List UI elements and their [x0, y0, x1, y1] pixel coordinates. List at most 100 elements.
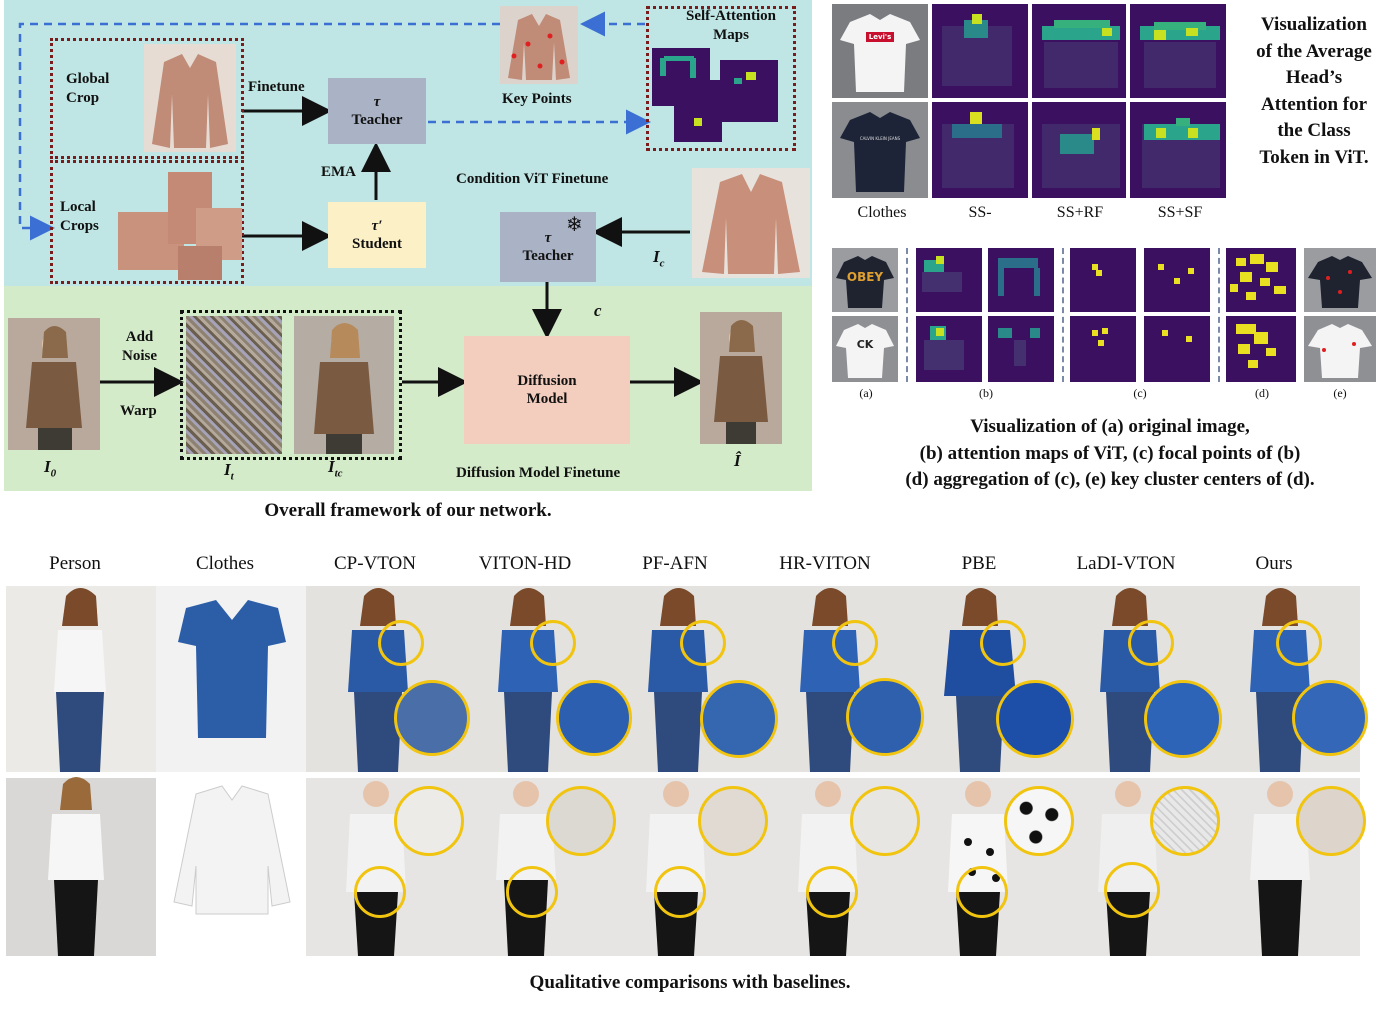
- row2-pf-afn-roi: [654, 866, 706, 918]
- framework-arrows: [18, 11, 704, 397]
- finetune-label: Finetune: [248, 79, 305, 95]
- focal-separator-3: [1218, 248, 1220, 382]
- diffusion-finetune-label: Diffusion Model Finetune: [456, 465, 621, 481]
- focal-label-e: (e): [1333, 386, 1347, 400]
- key-points-image: [500, 6, 578, 84]
- ema-label: EMA: [321, 164, 356, 180]
- itc-label: Itc: [328, 457, 343, 480]
- row1-cp-vton-roi: [378, 620, 424, 666]
- focal-c-1: [1070, 248, 1136, 312]
- avg-col-label-ss-rf: SS+RF: [1056, 204, 1104, 221]
- tshirt1-logo-text: Levi's: [868, 33, 892, 41]
- row2-ladi-vton-roi: [1104, 862, 1160, 918]
- comparison-caption: Qualitative comparisons with baselines.: [529, 972, 851, 993]
- student-label: Student: [351, 236, 403, 252]
- row2-clothes-figure: [173, 785, 291, 915]
- local-crop-image-4: [178, 246, 222, 280]
- i0-label: I0: [44, 457, 57, 480]
- row2-hr-viton-roi: [806, 866, 858, 918]
- row2-viton-hd-roi: [506, 866, 558, 918]
- shirt1-text: OBEY: [846, 270, 884, 284]
- key-points-label: Key Points: [502, 91, 572, 107]
- row1-viton-hd-roi: [530, 620, 576, 666]
- col-header-ladi-vton: LaDI-VTON: [1076, 553, 1176, 574]
- frozen-teacher-node: τ Teacher: [500, 212, 596, 282]
- row1-pbe-zoom: [996, 680, 1074, 758]
- row2-ours-zoom: [1296, 786, 1366, 856]
- col-header-ours: Ours: [1255, 553, 1293, 574]
- avg-col-label-ss-sf: SS+SF: [1157, 204, 1203, 221]
- frozen-teacher-symbol: τ: [544, 230, 552, 246]
- tshirt2-logo-text: CALVIN KLEIN JEANS: [859, 136, 901, 141]
- col-header-pf-afn: PF-AFN: [642, 553, 708, 574]
- warp-label: Warp: [120, 403, 157, 419]
- col-header-cp-vton: CP-VTON: [334, 553, 416, 574]
- clothes-tshirt-white: Levi's: [832, 4, 928, 98]
- focal-label-a: (a): [859, 386, 873, 400]
- row2-pbe-zoom: [1004, 786, 1074, 856]
- col-header-viton-hd: VITON-HD: [478, 553, 572, 574]
- condition-vit-label: Condition ViT Finetune: [456, 171, 609, 187]
- focal-c-4: [1144, 316, 1210, 382]
- ihat-label: Î: [734, 451, 741, 470]
- focal-label-c: (c): [1133, 386, 1147, 400]
- teacher-node: τ Teacher: [328, 78, 426, 144]
- row1-pbe-roi: [980, 620, 1026, 666]
- focal-a-row2: CK: [832, 316, 898, 382]
- frozen-teacher-label: Teacher: [522, 248, 574, 264]
- focal-e-row2: [1304, 316, 1376, 382]
- row2-ladi-vton-zoom: [1150, 786, 1220, 856]
- row2-pbe-roi: [956, 866, 1008, 918]
- col-header-pbe: PBE: [961, 553, 997, 574]
- focal-e-row1: [1304, 248, 1376, 312]
- row1-cp-vton-zoom: [394, 680, 470, 756]
- row1-hr-viton-zoom: [846, 678, 924, 756]
- global-crop-image: [144, 44, 236, 152]
- local-crops-box: [50, 160, 244, 284]
- attention-map-2: [674, 80, 722, 142]
- row1-pf-afn-roi: [680, 620, 726, 666]
- row1-viton-hd-zoom: [556, 680, 632, 756]
- focal-heat-patterns: [922, 254, 1286, 370]
- noisy-input-box: [180, 310, 402, 460]
- focal-c-3: [1070, 316, 1136, 382]
- ic-label: Ic: [653, 247, 665, 270]
- comparison-figures: [48, 588, 1310, 956]
- global-crop-box: [50, 38, 244, 159]
- focal-a-row1: OBEY: [832, 248, 898, 312]
- row1-person-figure: [54, 588, 106, 772]
- student-symbol: τ′: [371, 218, 383, 234]
- focal-label-d: (d): [1255, 386, 1269, 400]
- teacher-symbol: τ: [373, 94, 381, 110]
- teacher-label: Teacher: [351, 112, 403, 128]
- avg-attention-title: Visualization of the Average Head’s Atte…: [1256, 14, 1372, 168]
- focal-separator-1: [906, 248, 908, 382]
- row1-pf-afn-zoom: [700, 680, 778, 758]
- itc-image: [294, 316, 394, 454]
- shirt2-text: CK: [856, 338, 874, 351]
- row1-clothes-figure: [178, 600, 286, 738]
- output-image: [700, 312, 782, 444]
- ic-image: [692, 168, 810, 278]
- keypoint-feedback-arrow: [18, 22, 500, 241]
- it-label: It: [224, 460, 234, 483]
- row2-hr-viton-zoom: [850, 786, 920, 856]
- row2-cp-vton-roi: [354, 866, 406, 918]
- framework-caption: Overall framework of our network.: [264, 500, 552, 521]
- row2-pf-afn-zoom: [698, 786, 768, 856]
- row1-ladi-vton-zoom: [1144, 680, 1222, 758]
- attention-map-3: [720, 60, 778, 122]
- row1-ours-zoom: [1292, 680, 1368, 756]
- row2-person-figure: [48, 777, 104, 956]
- avg-col-label-clothes: Clothes: [857, 204, 907, 221]
- avg-attention-heat-patterns: [942, 14, 1220, 188]
- attention-map-highlights: [660, 56, 756, 126]
- row1-ours-roi: [1276, 620, 1322, 666]
- focal-caption: Visualization of (a) original image, (b)…: [905, 416, 1315, 490]
- snowflake-icon: ❄: [566, 212, 583, 236]
